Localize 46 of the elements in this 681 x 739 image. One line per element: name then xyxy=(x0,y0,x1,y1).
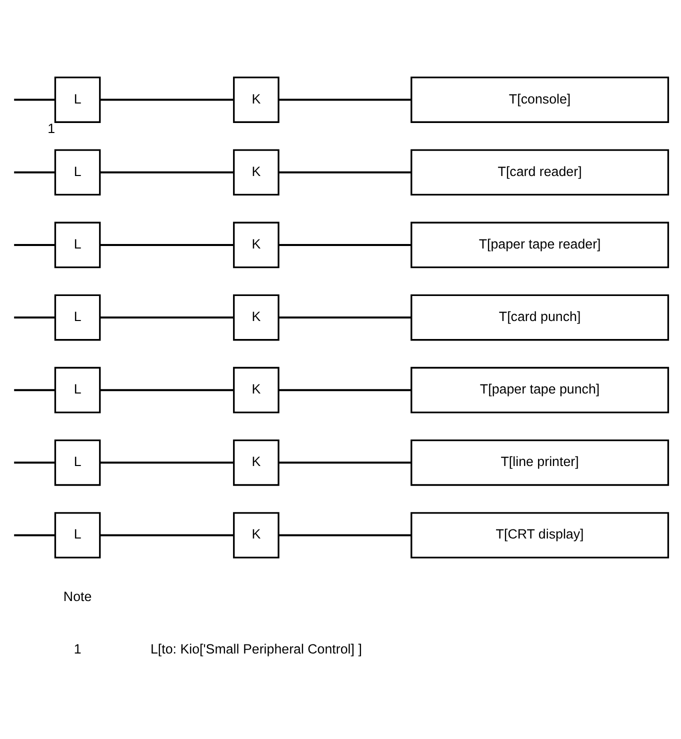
connector xyxy=(100,534,234,536)
connector xyxy=(100,316,234,318)
node-box: L xyxy=(54,148,101,196)
node-box: L xyxy=(54,294,101,340)
node-box: T[card punch] xyxy=(410,294,670,340)
connector xyxy=(278,534,412,536)
node-box: K xyxy=(233,512,280,558)
connector xyxy=(14,98,55,100)
connector xyxy=(278,388,412,391)
connector xyxy=(100,461,234,464)
connector xyxy=(14,170,55,173)
connector xyxy=(14,243,55,246)
connector xyxy=(14,316,55,318)
connector xyxy=(100,388,234,391)
node-box: T[paper tape reader] xyxy=(410,221,670,268)
connector xyxy=(14,388,55,391)
node-box: L xyxy=(54,76,101,122)
node-box: K xyxy=(233,294,280,340)
node-box: K xyxy=(233,366,280,413)
node-box: K xyxy=(233,221,280,268)
node-label: 1 xyxy=(48,120,56,136)
node-box: L xyxy=(54,439,101,486)
connector xyxy=(278,170,412,173)
connector xyxy=(14,461,55,464)
node-box: K xyxy=(233,148,280,196)
label: Note xyxy=(63,588,92,604)
node-box: T[line printer] xyxy=(410,439,670,486)
node-box: L xyxy=(54,221,101,268)
connector xyxy=(100,98,234,100)
label: 1 xyxy=(74,641,82,656)
connector xyxy=(278,98,412,100)
node-box: K xyxy=(233,439,280,486)
node-box: L xyxy=(54,512,101,558)
connector xyxy=(278,316,412,318)
connector xyxy=(278,461,412,464)
connector xyxy=(100,170,234,173)
node-box: T[paper tape punch] xyxy=(410,366,670,413)
label: L[to: Kio['Small Peripheral Control] ] xyxy=(150,641,362,656)
node-box: L xyxy=(54,366,101,413)
node-box: T[console] xyxy=(410,76,670,122)
node-box: K xyxy=(233,76,280,122)
connector xyxy=(278,243,412,246)
connector xyxy=(100,243,234,246)
node-box: T[card reader] xyxy=(410,148,670,196)
connector xyxy=(14,534,55,536)
node-box: T[CRT display] xyxy=(410,512,670,558)
